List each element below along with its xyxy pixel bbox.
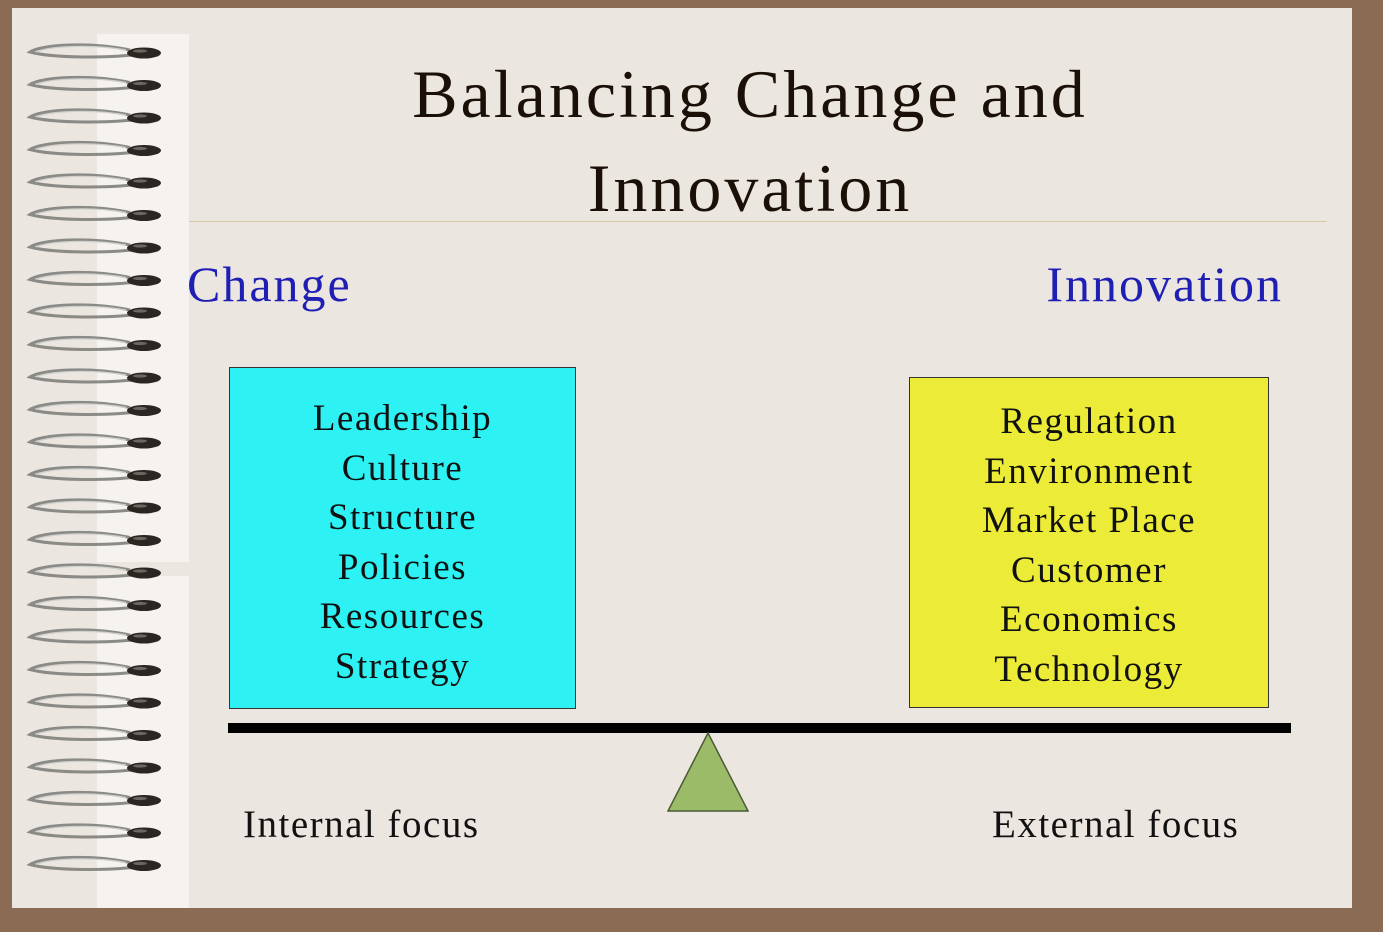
innovation-factor: Market Place (981, 500, 1197, 541)
binding-ring (26, 530, 161, 546)
title-line-2: Innovation (587, 149, 913, 226)
slide-title: Balancing Change and Innovation (170, 48, 1330, 236)
binding-ring (26, 693, 161, 709)
binding-ring (26, 465, 161, 481)
external-focus-label: External focus (992, 803, 1240, 846)
binding-ring (26, 660, 161, 676)
change-factor: Culture (341, 447, 464, 489)
change-factor: Structure (327, 497, 478, 538)
binding-ring (26, 238, 161, 254)
spiral-binding-icon (26, 43, 161, 871)
innovation-factor: Regulation (1000, 401, 1178, 442)
binding-ring (26, 140, 161, 156)
binding-ring (26, 270, 161, 286)
binding-ring (26, 205, 161, 221)
binding-ring (26, 563, 161, 579)
binding-ring (26, 595, 161, 611)
binding-ring (26, 855, 161, 871)
title-divider (189, 221, 1327, 222)
binding-ring (26, 400, 161, 416)
binding-ring (26, 108, 161, 124)
binding-ring (26, 758, 161, 774)
balance-beam (228, 723, 1291, 733)
binding-ring (26, 498, 161, 514)
binding-ring (26, 75, 161, 91)
binding-ring (26, 790, 161, 806)
innovation-factor: Environment (984, 450, 1194, 492)
binding-ring (26, 725, 161, 741)
change-heading: Change (187, 256, 352, 312)
change-factor: Resources (319, 596, 486, 637)
change-factor: Policies (337, 546, 468, 588)
binding-ring (26, 823, 161, 839)
binding-ring (26, 173, 161, 189)
title-line-1: Balancing Change and (412, 56, 1088, 132)
binding-ring (26, 43, 161, 59)
binding-ring (26, 433, 161, 449)
fulcrum-shape (666, 731, 750, 812)
innovation-factors-box: Regulation Environment Market Place Cust… (909, 377, 1269, 708)
internal-focus-label: Internal focus (243, 803, 480, 846)
triangle-fulcrum-icon (666, 731, 750, 812)
change-factors-box: Leadership Culture Structure Policies Re… (229, 367, 576, 709)
innovation-factor: Economics (1000, 599, 1178, 640)
innovation-factor: Customer (1011, 549, 1167, 591)
binding-ring (26, 303, 161, 319)
innovation-heading: Innovation (1046, 256, 1283, 312)
binding-ring (26, 628, 161, 644)
change-factor: Strategy (334, 645, 471, 687)
binding-ring (26, 335, 161, 351)
innovation-factor: Technology (994, 648, 1184, 690)
binding-ring (26, 368, 161, 384)
change-factor: Leadership (312, 398, 493, 439)
